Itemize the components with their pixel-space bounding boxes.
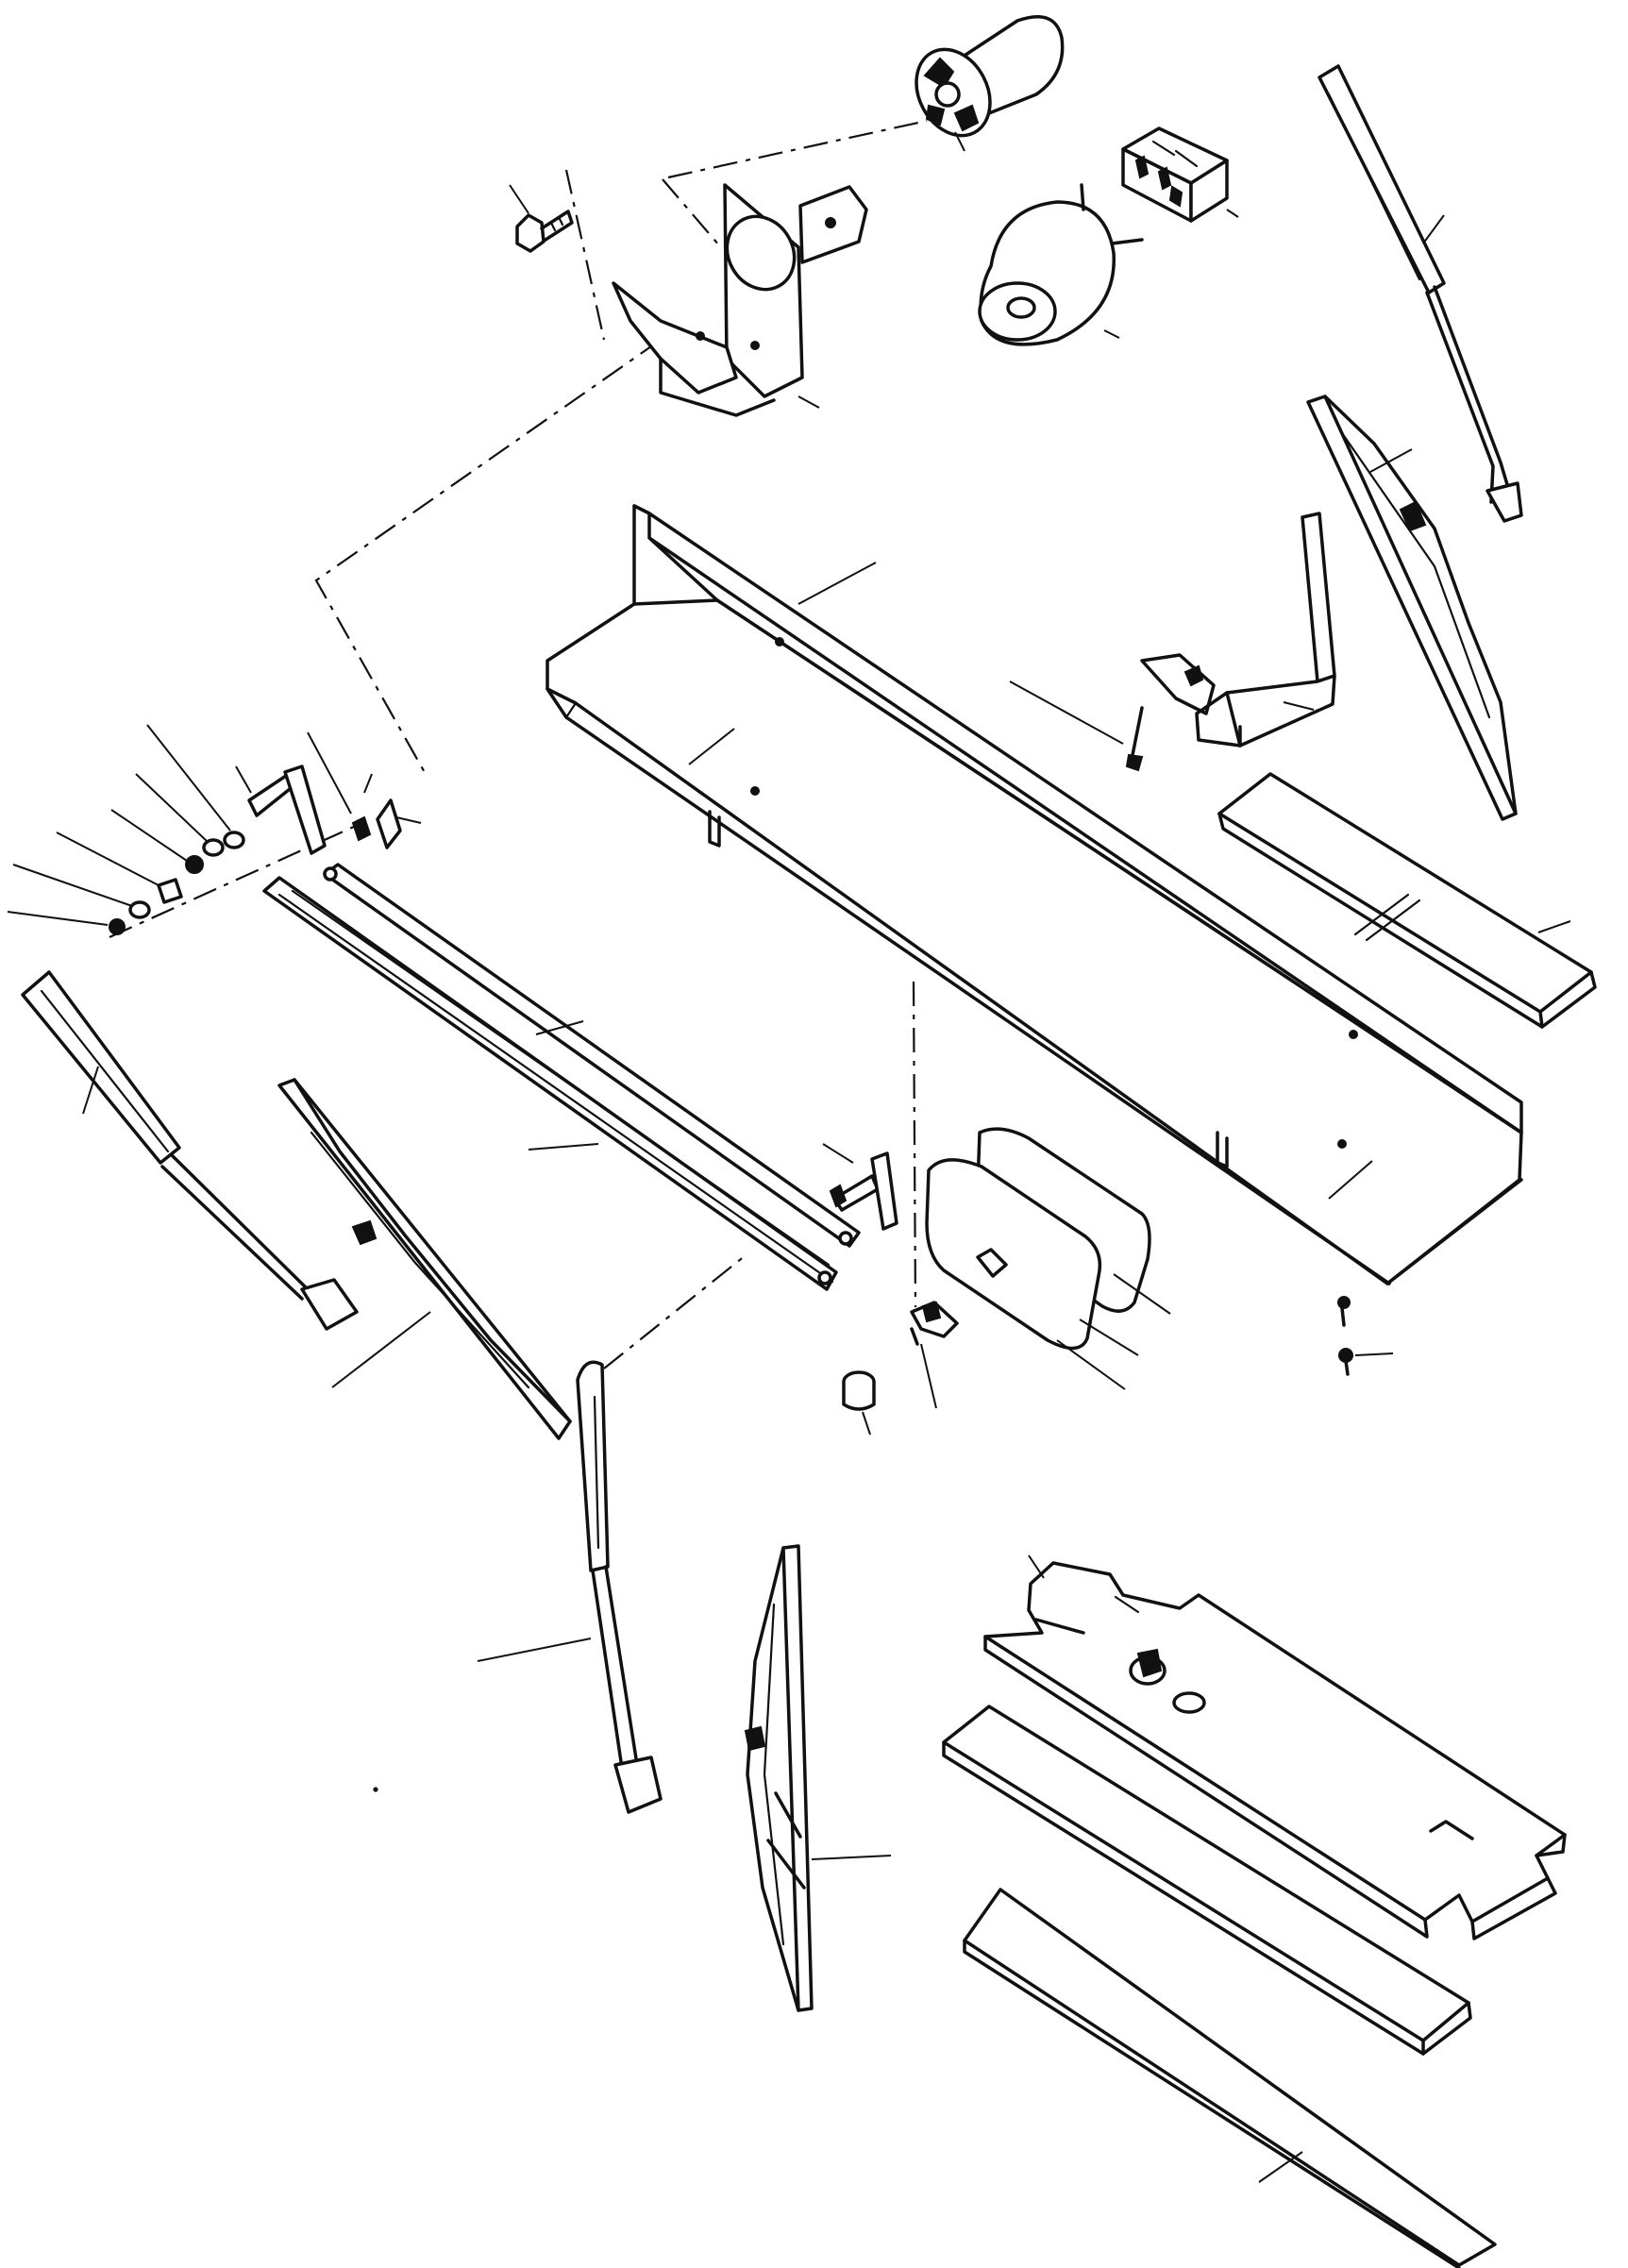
wiper-blade-centre xyxy=(744,1544,892,2012)
pump-icon xyxy=(978,183,1144,346)
assembly-lines xyxy=(109,119,928,1369)
clip-icon xyxy=(910,1301,959,1409)
wiper-blade-left xyxy=(277,1078,572,1440)
cover-strip-right xyxy=(1217,772,1597,1029)
support-bracket-right xyxy=(1009,512,1336,772)
screw-icon xyxy=(1337,1296,1394,1376)
pivot-crank-left xyxy=(235,731,422,855)
plate-icon xyxy=(983,1554,1567,1940)
connector-block-icon xyxy=(1121,126,1239,223)
linkage-rod-icon xyxy=(262,863,861,1291)
speck xyxy=(373,1787,378,1792)
dash-panel-channel xyxy=(545,504,1523,1285)
bolt-icon xyxy=(509,184,574,253)
wiper-arm-upper-right xyxy=(1318,64,1523,523)
wiper-arm-left xyxy=(21,970,359,1331)
wiper-motor-icon xyxy=(915,15,1065,152)
grommet-icon xyxy=(842,1370,876,1436)
strip-icon xyxy=(942,1705,1472,2056)
wiper-blade-upper-right xyxy=(1306,395,1518,821)
wiper-arm-centre xyxy=(477,1360,663,1814)
motor-mounting-bracket xyxy=(612,183,868,417)
pivot-crank-right xyxy=(822,1143,898,1231)
washer-nut-icon xyxy=(7,724,245,935)
pad-strip-lower xyxy=(963,1888,1497,2268)
lamp-icon xyxy=(925,1127,1171,1390)
